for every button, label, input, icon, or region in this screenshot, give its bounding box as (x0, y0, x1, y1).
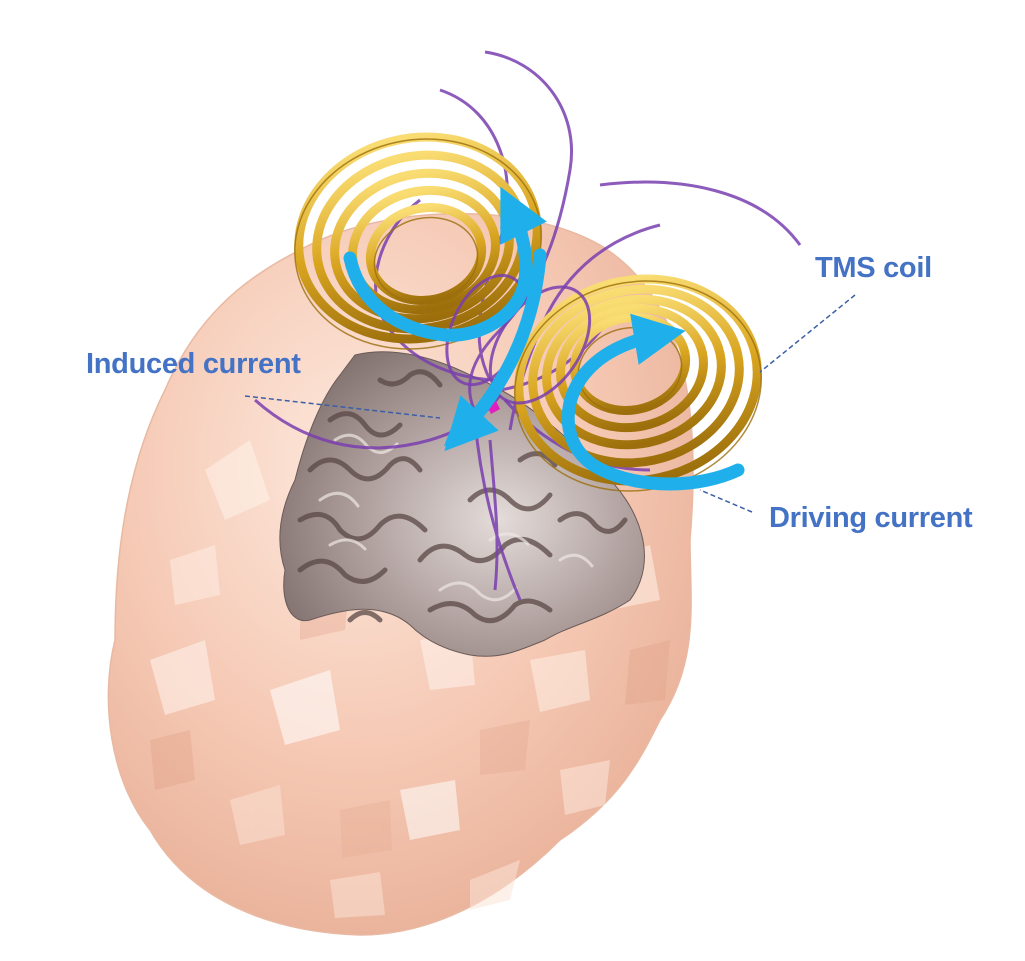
driving-current-arrowhead (642, 322, 672, 350)
curved-arrow-icon (343, 186, 547, 342)
curved-arrow-icon (444, 248, 547, 452)
head-facets (150, 440, 660, 918)
induced-current-arrowhead (444, 418, 470, 446)
driving-current-arrowhead (500, 198, 530, 228)
leader-line-driving (699, 489, 753, 513)
induced-current-label: Induced current (86, 348, 301, 380)
leader-line-induced (244, 395, 441, 419)
tms-coil-right (514, 274, 762, 492)
leader-lines (244, 294, 856, 513)
tms-coil-label: TMS coil (815, 252, 932, 284)
driving-current-label: Driving current (769, 502, 973, 534)
driving-current-arrows (343, 186, 745, 491)
tms-coil-left (294, 132, 542, 350)
leader-line-tms (759, 294, 856, 373)
curved-arrow-icon (561, 313, 745, 491)
